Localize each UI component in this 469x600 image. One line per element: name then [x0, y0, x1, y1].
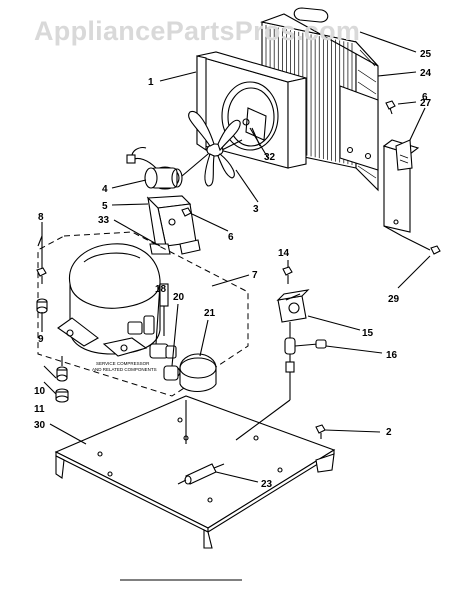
callout-21: 21: [204, 308, 216, 319]
service-note: SERVICE COMPRESSOR AND RELATED COMPONENT…: [92, 361, 157, 372]
callout-1: 1: [148, 77, 154, 88]
callout-10: 10: [34, 386, 46, 397]
capacitor[interactable]: [179, 353, 217, 393]
grommet-11[interactable]: [55, 388, 69, 403]
callout-6-upper: 6: [422, 92, 428, 103]
condenser-return-bend: [357, 69, 377, 83]
callout-14: 14: [278, 248, 290, 259]
callout-16: 16: [386, 350, 398, 361]
callout-2: 2: [386, 427, 392, 438]
callout-11: 11: [34, 404, 45, 415]
callout-labels: 1 2 3 4 5 6 6 7 8 9 10 11 14 15 16 18 20…: [34, 49, 432, 490]
base-plate[interactable]: [54, 395, 336, 549]
fan-motor[interactable]: [126, 146, 209, 190]
solenoid-coil[interactable]: [276, 289, 310, 323]
callout-8: 8: [38, 212, 44, 223]
compressor-assembly-outline: [37, 231, 249, 397]
callout-24: 24: [420, 68, 432, 79]
screw-2[interactable]: [315, 424, 326, 439]
fan-motor-bracket[interactable]: [146, 195, 201, 255]
callout-9: 9: [38, 334, 44, 345]
watermark: AppliancePartsPros.com: [34, 16, 360, 46]
condenser-return-bend: [357, 165, 377, 179]
coil-tube-loop: [293, 7, 329, 23]
compressor[interactable]: [57, 243, 161, 357]
compressor-tube-fitting: [159, 283, 169, 336]
callout-27: 27: [420, 98, 432, 109]
callout-30: 30: [34, 420, 46, 431]
callout-29: 29: [388, 294, 400, 305]
service-note-line2: AND RELATED COMPONENTS: [92, 367, 157, 372]
callout-33: 33: [98, 215, 110, 226]
condenser-return-bend: [357, 81, 377, 95]
callout-25: 25: [420, 49, 432, 60]
overload-relay[interactable]: [149, 343, 177, 359]
callout-15: 15: [362, 328, 374, 339]
leader-lines: [37, 31, 431, 483]
mounting-bracket[interactable]: [382, 139, 420, 233]
callout-20: 20: [173, 292, 185, 303]
valve-tube[interactable]: [284, 322, 327, 380]
start-relay[interactable]: [163, 365, 181, 381]
callout-23: 23: [261, 479, 273, 490]
coil-side-bracket: [339, 85, 379, 171]
callout-6-lower: 6: [228, 232, 234, 243]
screw-14[interactable]: [282, 266, 293, 284]
callout-4: 4: [102, 184, 108, 195]
callout-5: 5: [102, 201, 108, 212]
callout-3: 3: [253, 204, 259, 215]
callout-32: 32: [264, 152, 276, 163]
screw-8[interactable]: [36, 267, 47, 284]
fan-blade[interactable]: [188, 110, 243, 187]
screw-29[interactable]: [430, 245, 441, 255]
callout-18: 18: [155, 284, 167, 295]
grommet-9[interactable]: [36, 298, 48, 314]
screw-6-upper[interactable]: [385, 100, 396, 115]
service-note-line1: SERVICE COMPRESSOR: [96, 361, 150, 366]
screw-6-bracket[interactable]: [181, 207, 192, 217]
grommet-10[interactable]: [56, 366, 68, 382]
callout-7: 7: [252, 270, 258, 281]
